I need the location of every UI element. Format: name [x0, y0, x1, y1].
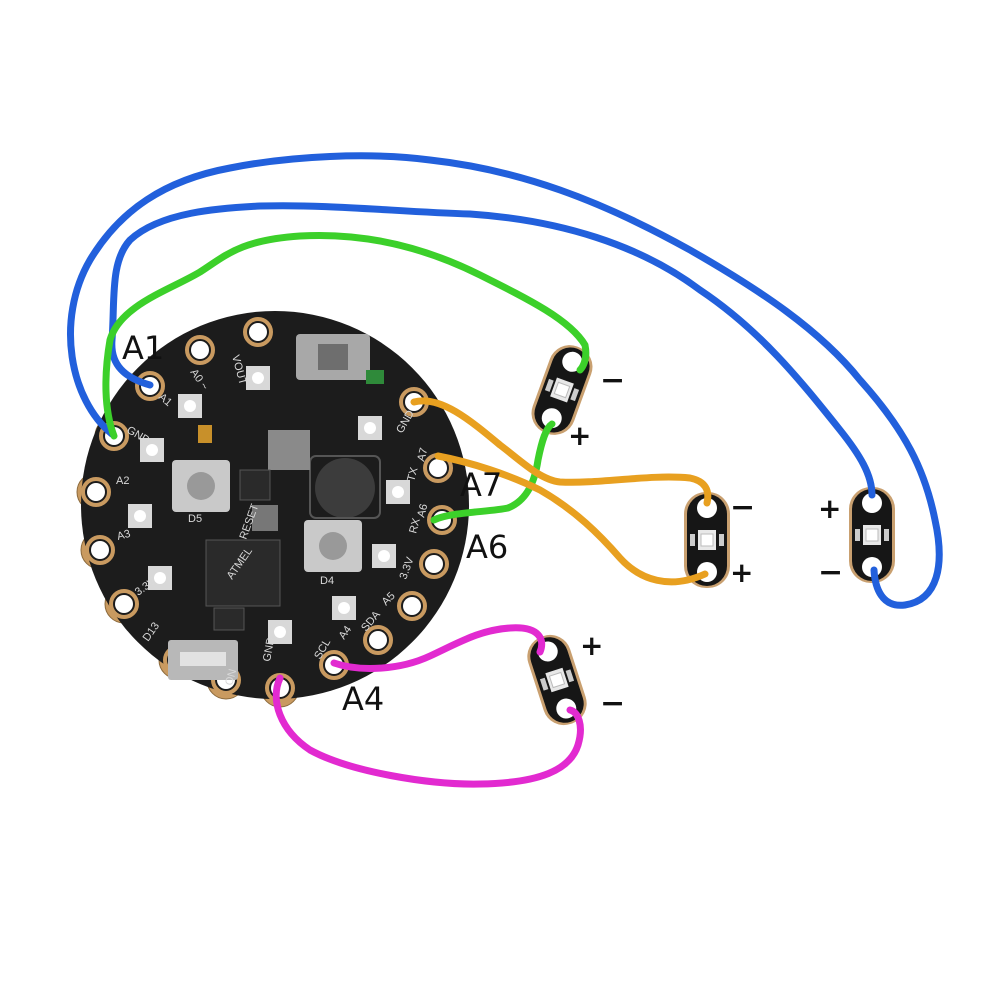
- wire-blue-inner: [108, 202, 876, 499]
- wire-orange-gnd: [410, 397, 712, 507]
- wire-magenta-gnd: [272, 674, 584, 788]
- led4-plus-sign: +: [580, 629, 603, 662]
- wire-magenta-a4: [330, 624, 546, 672]
- chip-label-d5: D5: [188, 513, 202, 525]
- pad-label-a2: A2: [116, 475, 129, 487]
- board-components: [128, 334, 410, 680]
- callout-a7: A7: [460, 466, 503, 504]
- pad-label-on: ON: [223, 668, 239, 687]
- led1-plus-sign: +: [568, 419, 591, 452]
- callout-a4: A4: [342, 680, 385, 718]
- led2-plus-sign: +: [730, 556, 753, 589]
- callout-a1: A1: [122, 329, 165, 367]
- pad-label-tx: TX: [405, 465, 420, 482]
- pad-label-a6: A6: [415, 503, 430, 519]
- led-sequin-1: [531, 345, 593, 435]
- pad-label-a3: A3: [116, 528, 132, 543]
- led-sequin-4: [527, 634, 587, 726]
- led2-minus-sign: −: [730, 490, 755, 525]
- circuit-playground-board: VOUT A0 ~ A1 GND A2 A3 3.3V D13 ON GND S…: [76, 311, 469, 708]
- pad-label-a7: A7: [415, 447, 430, 463]
- callout-a6: A6: [466, 528, 509, 566]
- green-led: [366, 370, 384, 384]
- led3-minus-sign: −: [818, 555, 843, 590]
- wire-orange-a7: [434, 452, 709, 586]
- led3-plus-sign: +: [818, 492, 841, 525]
- pad-label-rx: RX: [407, 516, 423, 535]
- led-sequin-3: [849, 487, 895, 583]
- chip-label-d4: D4: [320, 575, 334, 587]
- led-sequin-2: [684, 492, 730, 588]
- reset-button: [252, 505, 278, 531]
- microcontroller-chip: [205, 539, 281, 607]
- wire-green-a6: [430, 420, 556, 524]
- buzzer: [315, 458, 375, 518]
- pad-label-gnd-bottom: GND: [261, 636, 277, 662]
- wire-green-gnd: [102, 231, 590, 440]
- led1-minus-sign: −: [600, 363, 625, 398]
- wire-blue-outer: [67, 152, 943, 609]
- led4-minus-sign: −: [600, 686, 625, 721]
